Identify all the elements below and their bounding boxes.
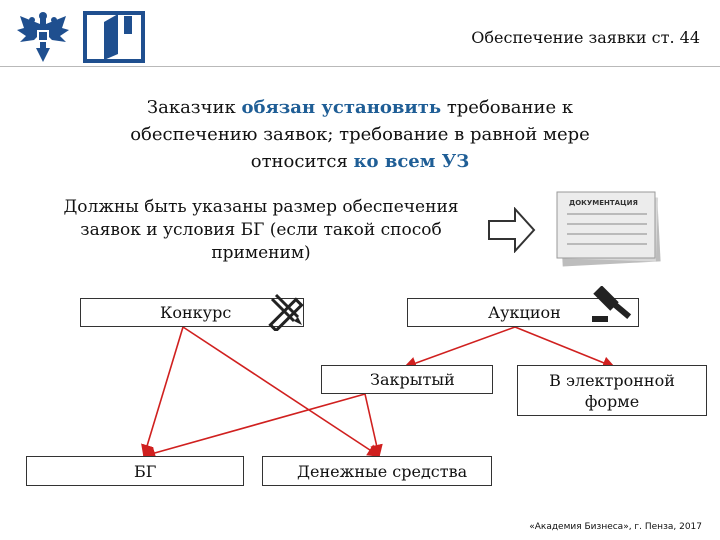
money-box: Денежные средства: [262, 456, 492, 486]
closed-box: Закрытый: [321, 365, 493, 394]
closed-label: Закрытый: [370, 370, 455, 389]
arrow-closed-bg: [142, 393, 366, 460]
konkurs-label: Конкурс: [160, 303, 232, 322]
header-divider: [0, 66, 720, 67]
book-icon: [80, 10, 148, 64]
money-label: Денежные средства: [297, 461, 468, 481]
arrow-konkurs-bg: [141, 326, 184, 458]
bg-label: БГ: [134, 461, 157, 481]
bg-box: БГ: [26, 456, 244, 486]
intro-text-part: Заказчик: [146, 97, 242, 118]
auction-box: Аукцион: [407, 298, 639, 327]
arrow-konkurs-money: [182, 326, 381, 457]
arrow-auction-closed: [403, 326, 516, 370]
slide-title: Обеспечение заявки ст. 44: [471, 28, 700, 47]
ruler-pencil-icon: [262, 285, 308, 333]
right-arrow-icon: [487, 206, 537, 254]
arrow-auction-electronic: [514, 326, 616, 369]
intro-text-part: требование к обеспечению заявок; требова…: [130, 97, 590, 172]
gavel-icon: [586, 285, 632, 330]
document-label: ДОКУМЕНТАЦИЯ: [569, 199, 638, 207]
intro-text: Заказчик обязан установить требование к …: [110, 94, 610, 175]
electronic-box: В электронной форме: [517, 365, 707, 416]
requirement-text: Должны быть указаны размер обеспечения з…: [63, 197, 459, 263]
emblem-icon: [14, 8, 72, 66]
auction-label: Аукцион: [488, 303, 561, 322]
intro-highlight: обязан установить: [241, 97, 442, 118]
konkurs-box: Конкурс: [80, 298, 304, 327]
electronic-label: В электронной форме: [549, 370, 675, 411]
footer-credit: «Академия Бизнеса», г. Пенза, 2017: [529, 522, 702, 532]
intro-highlight: ко всем УЗ: [353, 151, 470, 172]
arrow-closed-money: [364, 393, 383, 458]
document-stack-image: ДОКУМЕНТАЦИЯ: [555, 190, 665, 268]
